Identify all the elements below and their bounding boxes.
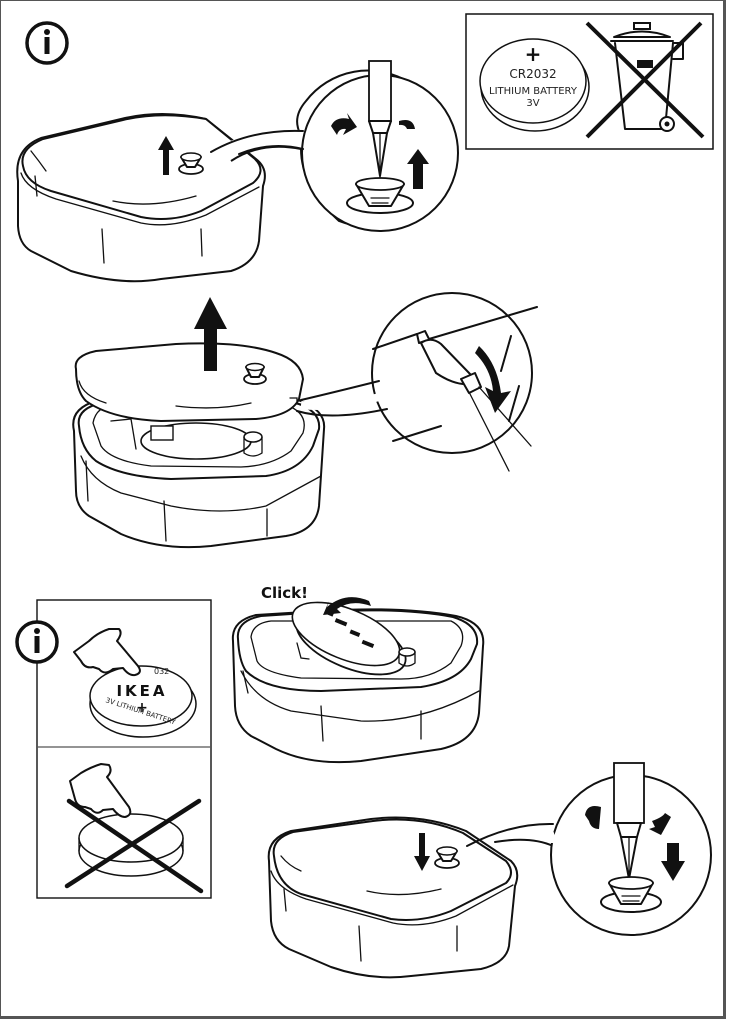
click-label: Click! xyxy=(261,584,308,602)
screw-icon xyxy=(178,152,204,175)
crossed-out-wheelie-bin-icon xyxy=(585,21,705,139)
step-pry-open xyxy=(72,292,538,549)
info-icon xyxy=(15,620,59,664)
zoom-callout-unscrew xyxy=(209,60,459,232)
battery-model-partial: 032 xyxy=(154,667,169,676)
info-icon xyxy=(25,21,69,65)
step-unscrew xyxy=(16,60,459,283)
open-device-illustration xyxy=(72,297,326,549)
closed-device-illustration xyxy=(16,113,266,283)
battery-polarity: + xyxy=(136,700,148,716)
zoom-callout-screw xyxy=(466,762,712,936)
arrow-up-icon xyxy=(407,149,429,189)
coin-battery-icon xyxy=(291,601,407,676)
battery-type: LITHIUM BATTERY xyxy=(489,86,578,97)
arrow-down-icon xyxy=(475,346,511,413)
arrow-up-icon xyxy=(158,136,174,175)
step-screw-back xyxy=(267,762,712,979)
cross-mark-icon xyxy=(64,798,204,894)
battery-model: CR2032 xyxy=(509,67,556,81)
incorrect-battery-handling xyxy=(64,763,204,894)
screw-icon xyxy=(243,362,267,385)
rotate-arrow-icon xyxy=(331,113,357,135)
arrow-up-icon xyxy=(194,297,227,371)
battery-brand: IKEA xyxy=(116,682,167,700)
battery-voltage: 3V xyxy=(526,98,539,109)
battery-polarity: + xyxy=(525,42,542,66)
cr2032-battery-icon: + CR2032 LITHIUM BATTERY 3V xyxy=(479,38,590,132)
battery-handling-panel: IKEA + 032 3V LITHIUM BATTERY xyxy=(15,599,212,899)
rotate-arrow-icon xyxy=(649,813,671,835)
step-insert-battery: Click! xyxy=(231,584,485,764)
rotate-arrow-icon xyxy=(323,597,371,615)
battery-disposal-panel: + CR2032 LITHIUM BATTERY 3V xyxy=(465,13,714,150)
screw-icon xyxy=(434,846,460,869)
hand-icon xyxy=(69,763,132,818)
zoom-callout-pry xyxy=(296,292,538,472)
rotate-arrow-icon xyxy=(585,806,601,829)
arrow-down-icon xyxy=(414,833,430,871)
hand-icon xyxy=(73,628,141,677)
rotate-arrow-icon xyxy=(399,120,415,129)
correct-battery-handling: IKEA + 032 3V LITHIUM BATTERY xyxy=(73,628,197,738)
arrow-down-icon xyxy=(661,843,685,881)
